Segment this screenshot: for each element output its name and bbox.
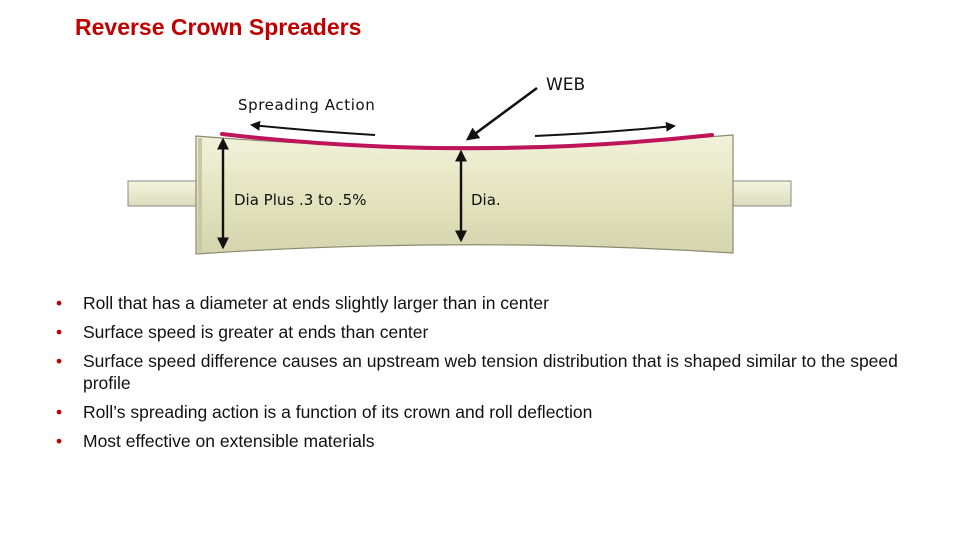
spreading-arrow-left [250,120,376,136]
bullet-item: • Roll’s spreading action is a function o… [56,401,936,423]
bullet-text: Surface speed is greater at ends than ce… [83,322,429,342]
bullet-item: • Surface speed is greater at ends than c… [56,321,936,343]
web-label: WEB [546,75,585,95]
reverse-crown-roll-diagram: WEB Spreading Action Dia Plus .3 to .5% … [127,75,792,255]
bullet-item: • Roll that has a diameter at ends slight… [56,292,936,314]
bullet-text: Roll’s spreading action is a function of… [83,402,593,422]
bullet-glyph: • [56,293,63,313]
bullet-text: Roll that has a diameter at ends slightl… [83,293,549,313]
spreading-arrow-right [534,121,676,137]
left-shaft [127,180,197,207]
bullet-text: Most effective on extensible materials [83,431,375,451]
bullet-item: • Most effective on extensible materials [56,430,936,452]
dia-label: Dia. [471,191,501,209]
web-pointer-arrow [465,86,538,141]
web-line [220,132,714,151]
bullet-item: • Surface speed difference causes an upst… [56,350,936,394]
slide-title: Reverse Crown Spreaders [75,14,362,40]
dia-plus-label: Dia Plus .3 to .5% [234,191,366,209]
bullet-list: • Roll that has a diameter at ends slight… [56,292,936,459]
bullet-glyph: • [56,351,63,371]
bullet-glyph: • [56,322,63,342]
bullet-glyph: • [56,402,63,422]
bullet-glyph: • [56,431,63,451]
right-shaft [732,180,792,207]
spreading-action-label: Spreading Action [238,96,375,114]
bullet-text: Surface speed difference causes an upstr… [83,351,898,393]
